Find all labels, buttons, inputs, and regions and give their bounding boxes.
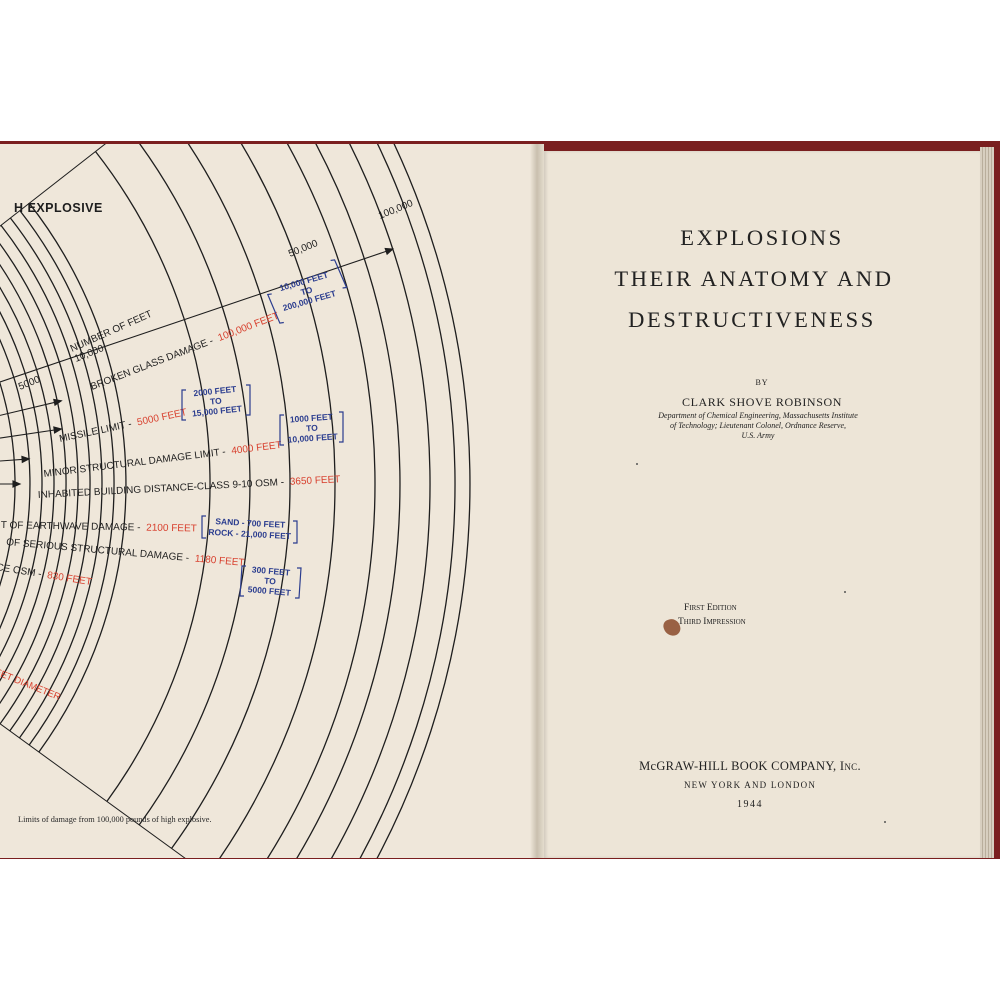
impression-label: Third Impression	[678, 617, 746, 627]
bracket-missile-limit-line2: TO	[210, 395, 223, 406]
distance-arc	[0, 243, 79, 725]
affiliation-line-3: U.S. Army	[741, 431, 775, 440]
distance-arc	[171, 144, 291, 849]
bracket-minor-structural-line2: TO	[306, 423, 319, 434]
bracket-serious-structural-line3: 5000 FEET	[247, 584, 292, 598]
bracket-missile-limit: 2000 FEET TO 15,000 FEET	[181, 384, 251, 421]
distance-arc	[19, 210, 115, 746]
distance-arrow	[0, 400, 62, 416]
scale-tick-50000: 50,000	[287, 238, 320, 260]
svg-text:MINOR STRUCTURAL DAMAGE LIMIT: MINOR STRUCTURAL DAMAGE LIMIT - 4000 FEE…	[43, 440, 282, 480]
title-page: EXPLOSIONS THEIR ANATOMY AND DESTRUCTIVE…	[544, 151, 980, 858]
scale-tick-100000: 100,000	[377, 198, 415, 222]
bracket-earthwave-line1: SAND - 700 FEET	[215, 516, 286, 530]
bracket-earthwave-line2: ROCK - 21,000 FEET	[208, 527, 292, 541]
book-gutter	[530, 144, 544, 858]
publisher-name: McGRAW-HILL BOOK COMPANY,	[639, 759, 837, 773]
distance-arc	[9, 217, 103, 739]
bracket-minor-structural: 1000 FEET TO 10,000 FEET	[279, 411, 344, 446]
affiliation-line-2: of Technology; Lieutenant Colonel, Ordna…	[669, 421, 847, 430]
arrow-head	[12, 480, 22, 488]
bracket-broken-glass-line2: TO	[300, 284, 314, 297]
bracket-minor-structural-line1: 1000 FEET	[290, 411, 334, 424]
distance-arrow	[0, 428, 62, 439]
bracket-minor-structural-line3: 10,000 FEET	[287, 431, 338, 445]
distance-arc	[138, 144, 251, 826]
label-missile-limit: MISSILE LIMIT -	[58, 419, 132, 445]
distance-arc	[296, 144, 401, 858]
svg-text:CE OSM - 830 FEET: CE OSM - 830 FEET	[0, 562, 92, 588]
distance-arc	[0, 286, 55, 682]
edition-label: First Edition	[684, 603, 737, 613]
value-inhabited-building: 3650 FEET	[290, 474, 341, 488]
distance-arc	[28, 202, 127, 753]
distance-arc	[330, 144, 431, 858]
bracket-serious-structural-line2: TO	[264, 576, 277, 587]
publisher-suffix: Inc.	[839, 759, 861, 773]
label-inhabited-building: INHABITED BUILDING DISTANCE-CLASS 9-10 O…	[38, 477, 285, 501]
author-name: CLARK SHOVE ROBINSON	[681, 395, 842, 409]
fold-out-diagram-page: H EXPLOSIVE NUMBER OF FEET 5000 10,000 5…	[0, 144, 538, 858]
title-line-3: DESTRUCTIVENESS	[628, 307, 876, 332]
sector-boundary	[0, 723, 186, 858]
publisher: McGRAW-HILL BOOK COMPANY, Inc.	[532, 759, 968, 774]
page-edges	[980, 147, 994, 858]
arrow-head	[384, 247, 395, 256]
book-spread: H EXPLOSIVE NUMBER OF FEET 5000 10,000 5…	[0, 141, 1000, 859]
author-affiliation: Department of Chemical Engineering, Mass…	[588, 411, 928, 441]
distance-arc	[0, 263, 67, 705]
title-line-1: EXPLOSIONS	[680, 225, 844, 250]
bracket-serious-structural: 300 FEET TO 5000 FEET	[239, 564, 302, 599]
damage-limits-diagram: H EXPLOSIVE NUMBER OF FEET 5000 10,000 5…	[0, 144, 471, 858]
value-minor-structural: 4000 FEET	[231, 440, 283, 457]
bracket-missile-limit-line1: 2000 FEET	[193, 384, 238, 399]
publisher-location: NEW YORK AND LONDON	[683, 780, 817, 790]
label-minor-structural: MINOR STRUCTURAL DAMAGE LIMIT -	[43, 447, 226, 480]
distance-arc	[0, 381, 16, 587]
affiliation-line-1: Department of Chemical Engineering, Mass…	[658, 411, 858, 420]
label-earthwave: IT OF EARTHWAVE DAMAGE -	[0, 520, 141, 533]
distance-arc	[219, 144, 336, 858]
bracket-earthwave: SAND - 700 FEET ROCK - 21,000 FEET	[201, 515, 298, 544]
title-line-2: THEIR ANATOMY AND	[614, 266, 894, 291]
distance-arc	[376, 144, 471, 858]
distance-arrow	[0, 248, 393, 383]
value-broken-glass: 100,000 FEET	[216, 311, 280, 344]
svg-text:MISSILE LIMIT - 5000: MISSILE LIMIT - 5000 FEET	[58, 407, 188, 445]
arrow-head	[53, 426, 63, 434]
by-label: BY	[755, 378, 769, 387]
diagram-caption: Limits of damage from 100,000 pounds of …	[18, 815, 212, 824]
distance-arc	[0, 338, 31, 630]
distance-arc	[266, 144, 376, 858]
distance-arc	[94, 151, 211, 802]
distance-arc	[0, 311, 43, 658]
value-earthwave: 2100 FEET	[146, 523, 197, 535]
value-serious-structural: 1180 FEET	[194, 554, 245, 569]
distance-arc	[0, 225, 91, 732]
publication-year: 1944	[737, 799, 763, 810]
arrow-head	[21, 455, 31, 464]
arrow-head	[53, 398, 63, 407]
svg-text:OF SERIOUS STRUCTURAL DAMAGE -: OF SERIOUS STRUCTURAL DAMAGE - 1180 FEET	[6, 537, 245, 569]
svg-text:INHABITED BUILDING DISTANCE-CL: INHABITED BUILDING DISTANCE-CLASS 9-10 O…	[38, 474, 341, 501]
bracket-missile-limit-line3: 15,000 FEET	[192, 403, 244, 418]
distance-arc	[359, 144, 456, 858]
bracket-serious-structural-line1: 300 FEET	[251, 564, 291, 577]
svg-text:IT OF EARTHWAVE DAMAGE -: IT OF EARTHWAVE DAMAGE - 2100 FEET	[0, 520, 197, 534]
diagram-header: H EXPLOSIVE	[14, 201, 103, 215]
value-missile-limit: 5000 FEET	[136, 407, 188, 428]
